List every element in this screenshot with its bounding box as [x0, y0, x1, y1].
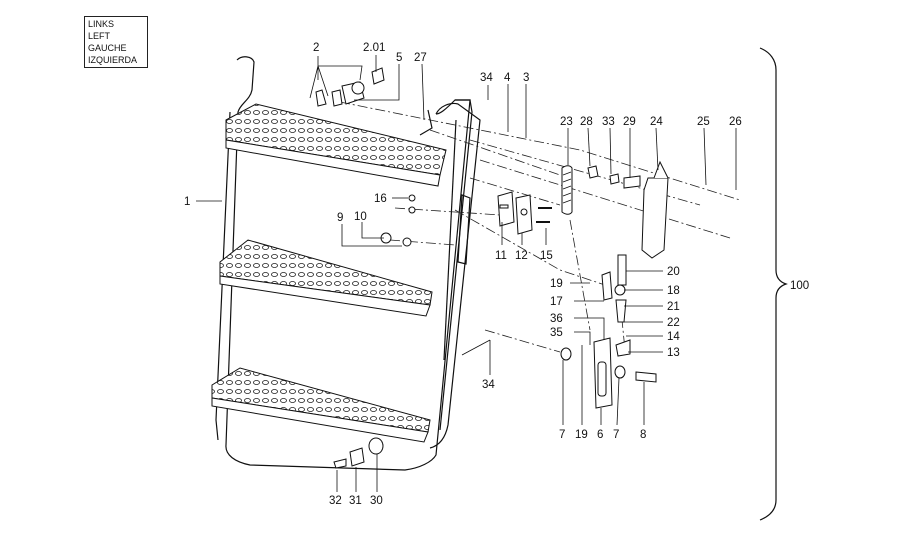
- legend-line: GAUCHE: [88, 43, 127, 53]
- ladder-frame: [215, 56, 481, 471]
- legend-line: LINKS: [88, 19, 115, 29]
- callout-36: 36: [550, 313, 563, 325]
- callout-8: 8: [640, 429, 646, 441]
- callout-4: 4: [504, 72, 511, 84]
- callout-19-lower: 19: [575, 429, 588, 441]
- callout-6: 6: [597, 429, 603, 441]
- callout-35: 35: [550, 327, 563, 339]
- language-legend: LINKS LEFT GAUCHE IZQUIERDA: [84, 16, 148, 68]
- callout-15: 15: [540, 250, 553, 262]
- callout-27: 27: [414, 52, 427, 64]
- callout-34-bottom: 34: [482, 379, 495, 391]
- callout-28: 28: [580, 116, 593, 128]
- callout-22: 22: [667, 317, 680, 329]
- callout-2-01: 2.01: [363, 42, 385, 54]
- callout-32: 32: [329, 495, 342, 507]
- callout-11: 11: [495, 250, 507, 262]
- exploded-parts: [315, 67, 669, 469]
- callout-26: 26: [729, 116, 742, 128]
- callout-30: 30: [370, 495, 383, 507]
- callout-12: 12: [515, 250, 528, 262]
- callout-7-right: 7: [613, 429, 619, 441]
- callout-25: 25: [697, 116, 710, 128]
- callout-34-top: 34: [480, 72, 493, 84]
- callout-2: 2: [313, 42, 319, 54]
- callout-14: 14: [667, 331, 680, 343]
- callout-3: 3: [523, 72, 529, 84]
- callout-19-upper: 19: [550, 278, 563, 290]
- callout-16: 16: [374, 193, 387, 205]
- callout-24: 24: [650, 116, 663, 128]
- callout-29: 29: [623, 116, 636, 128]
- callout-1: 1: [184, 196, 190, 208]
- callout-33: 33: [602, 116, 615, 128]
- callout-10: 10: [354, 211, 367, 223]
- callout-31: 31: [349, 495, 362, 507]
- assembly-number: 100: [790, 280, 809, 292]
- callout-17: 17: [550, 296, 563, 308]
- callout-9: 9: [337, 212, 343, 224]
- callout-labels: 1 2 2.01 5 27 34 4 3 23 28 33 29 24 25 2…: [184, 42, 809, 507]
- legend-line: IZQUIERDA: [88, 55, 138, 65]
- callout-18: 18: [667, 285, 680, 297]
- callout-13: 13: [667, 347, 680, 359]
- legend-line: LEFT: [88, 31, 111, 41]
- callout-5: 5: [396, 52, 402, 64]
- leader-lines: [196, 47, 788, 521]
- callout-23: 23: [560, 116, 573, 128]
- callout-21: 21: [667, 301, 680, 313]
- callout-20: 20: [667, 266, 680, 278]
- callout-7-left: 7: [559, 429, 565, 441]
- ladder-steps: [211, 103, 447, 443]
